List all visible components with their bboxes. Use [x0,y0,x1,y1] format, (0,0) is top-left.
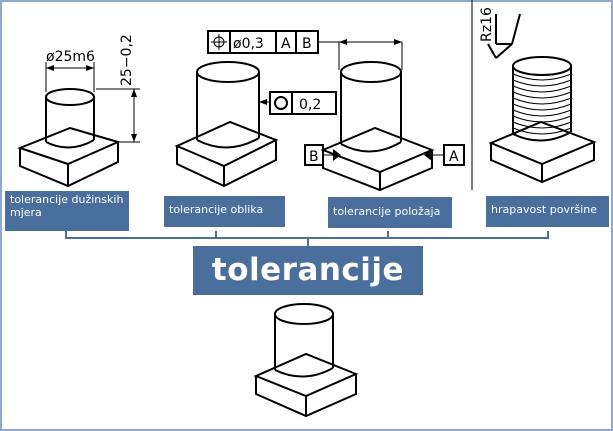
diameter-annotation: ø25m6 [46,49,95,65]
part-dimensional: ø25m6 25−0,2 [17,34,140,188]
position-value: ø0,3 [233,36,264,52]
label-roughness-text: hrapavost površine [491,203,598,216]
part-bottom [253,303,359,418]
label-form-tolerances: tolerancije oblika [164,196,285,227]
part-position: ø0,3 A B B A [207,30,465,192]
datum-b-label: B [309,149,319,165]
label-dimensional-text: tolerancije dužinskih mjera [10,193,124,219]
connector-lines [65,231,549,246]
part-roughness: Rz16 [479,7,597,184]
circularity-value: 0,2 [299,97,321,113]
roughness-annotation: Rz16 [479,7,495,42]
datum-a-ref: A [281,36,291,52]
label-form-text: tolerancije oblika [169,203,264,216]
label-position-tolerances: tolerancije položaja [328,197,452,228]
length-annotation: 25−0,2 [119,34,135,86]
label-dimensional-tolerances: tolerancije dužinskih mjera [5,191,129,231]
datum-a-label: A [449,149,459,165]
label-position-text: tolerancije položaja [333,205,441,218]
label-surface-roughness: hrapavost površine [486,196,609,227]
datum-b-ref: B [302,36,312,52]
main-title: tolerancije [193,246,423,295]
part-form: 0,2 [174,61,337,188]
